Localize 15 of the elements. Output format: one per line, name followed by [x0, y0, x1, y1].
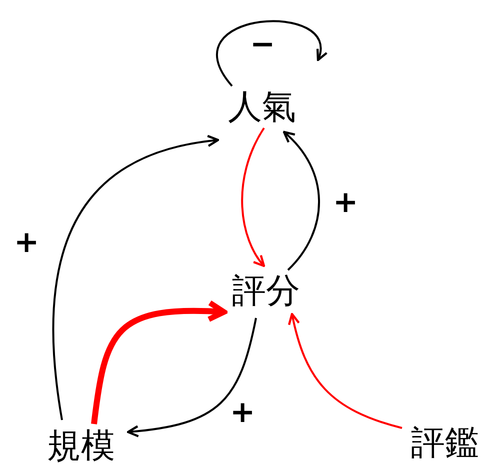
node-label: 評鑑 — [411, 426, 479, 460]
arrow — [282, 130, 320, 271]
edge-label: + — [14, 228, 40, 258]
arrow — [91, 300, 227, 424]
edge-label: + — [333, 188, 358, 218]
arrow — [288, 312, 402, 429]
edge-label: − — [250, 30, 276, 60]
node-label: 評分 — [232, 274, 300, 308]
arrow — [52, 135, 220, 420]
node-label: 規模 — [47, 429, 115, 463]
arrow — [241, 128, 266, 268]
node-label: 人氣 — [228, 90, 296, 124]
arrow — [126, 318, 257, 438]
arrow — [216, 20, 326, 87]
edge-label: + — [230, 398, 256, 428]
